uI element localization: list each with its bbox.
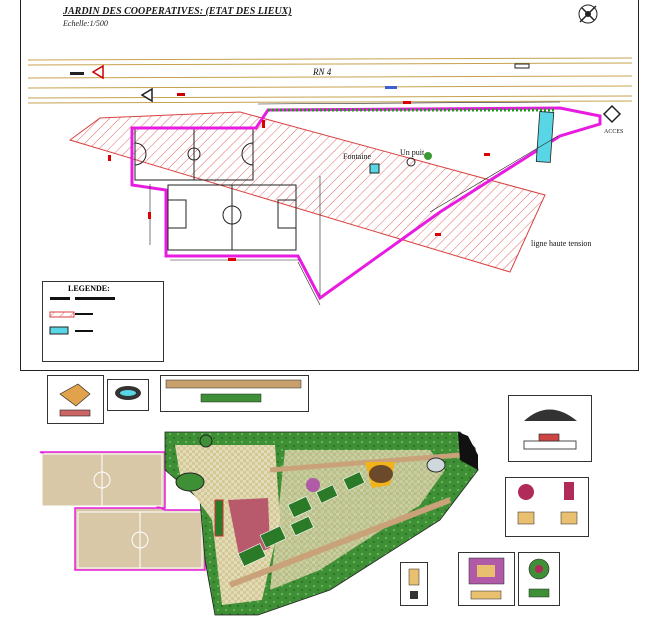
detail-thumbnail-kiosk[interactable] bbox=[47, 375, 104, 424]
road-rn4 bbox=[27, 57, 633, 104]
well-label: Un puit bbox=[400, 148, 425, 157]
detail-thumbnail-elevation[interactable] bbox=[160, 375, 309, 412]
north-arrow-icon bbox=[578, 4, 598, 24]
detail-thumbnail-planter[interactable] bbox=[518, 552, 560, 606]
road-dashes bbox=[70, 63, 530, 96]
basin bbox=[535, 111, 555, 163]
detail-thumbnail-pavilion[interactable] bbox=[508, 395, 592, 462]
power-line-label: ligne haute tension bbox=[531, 239, 592, 248]
proposed-garden bbox=[164, 431, 479, 616]
legend-title: LEGENDE: bbox=[68, 284, 110, 293]
detail-thumbnail-basin[interactable] bbox=[107, 379, 149, 411]
tree-icon bbox=[424, 152, 432, 160]
well-icon bbox=[406, 157, 416, 167]
existing-stadium bbox=[134, 127, 297, 251]
dimension-markers bbox=[108, 101, 490, 261]
detail-thumbnail-shelter[interactable] bbox=[458, 552, 515, 606]
road-label: RN 4 bbox=[313, 67, 332, 77]
drawing-scale: Echelle:1/500 bbox=[63, 19, 108, 28]
legend-box bbox=[42, 281, 164, 362]
fountain-icon bbox=[369, 163, 380, 174]
proposed-sports-fields bbox=[39, 451, 206, 571]
detail-thumbnail-gazebo[interactable] bbox=[505, 477, 589, 537]
road-arrow-icon bbox=[91, 64, 622, 124]
legend-samples bbox=[49, 297, 115, 335]
detail-thumbnail-lamp[interactable] bbox=[400, 562, 428, 606]
access-label: ACCES bbox=[604, 129, 624, 135]
fontaine-label: Fontaine bbox=[343, 152, 371, 161]
drawing-title: JARDIN DES COOPERATIVES: (ETAT DES LIEUX… bbox=[63, 6, 292, 17]
